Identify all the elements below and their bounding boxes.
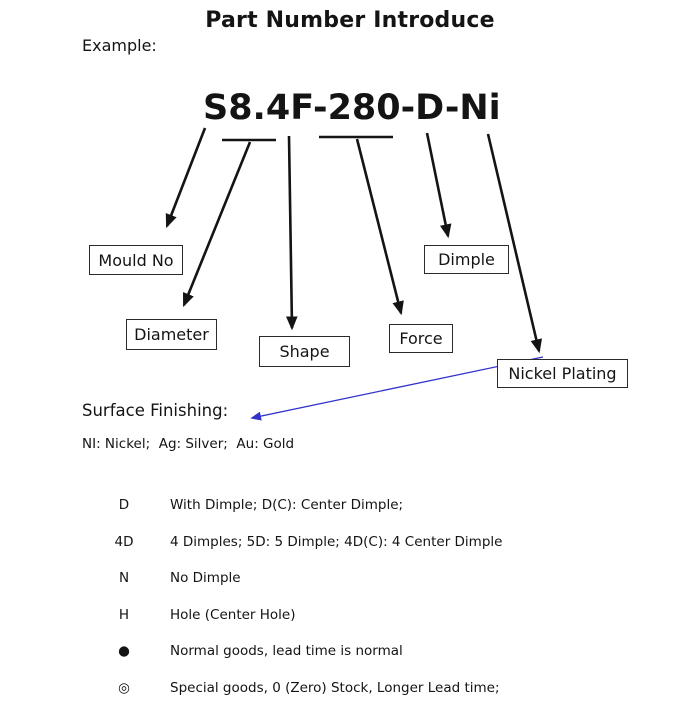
- arrow-dimple: [427, 133, 448, 236]
- legend-description: No Dimple: [170, 570, 241, 586]
- callout-label: Nickel Plating: [508, 364, 616, 383]
- callout-box-diameter: Diameter: [126, 319, 217, 350]
- legend-row: ● Normal goods, lead time is normal: [0, 633, 700, 670]
- callout-label: Force: [399, 329, 442, 348]
- legend-row: N No Dimple: [0, 560, 700, 597]
- legend-row: H Hole (Center Hole): [0, 597, 700, 634]
- arrow-mould-no: [167, 128, 205, 226]
- callout-box-force: Force: [389, 324, 453, 353]
- legend-symbol: D: [104, 497, 144, 513]
- legend-description: 4 Dimples; 5D: 5 Dimple; 4D(C): 4 Center…: [170, 534, 502, 550]
- arrow-shape: [289, 136, 292, 328]
- legend-description: Special goods, 0 (Zero) Stock, Longer Le…: [170, 680, 500, 696]
- callout-label: Dimple: [438, 250, 495, 269]
- arrow-nickel-plating: [488, 134, 539, 351]
- legend-description: Hole (Center Hole): [170, 607, 296, 623]
- dimple-code-legend: D With Dimple; D(C): Center Dimple; 4D 4…: [0, 487, 700, 706]
- legend-row: 4D 4 Dimples; 5D: 5 Dimple; 4D(C): 4 Cen…: [0, 524, 700, 561]
- legend-symbol: N: [104, 570, 144, 586]
- legend-row: D With Dimple; D(C): Center Dimple;: [0, 487, 700, 524]
- legend-description: Normal goods, lead time is normal: [170, 643, 403, 659]
- legend-description: With Dimple; D(C): Center Dimple;: [170, 497, 403, 513]
- legend-symbol-normal-goods-dot: ●: [104, 643, 144, 659]
- surface-finishing-options: NI: Nickel; Ag: Silver; Au: Gold: [82, 436, 294, 452]
- callout-label: Diameter: [134, 325, 209, 344]
- arrow-diameter: [184, 142, 250, 305]
- callout-box-nickel-plating: Nickel Plating: [497, 359, 628, 388]
- callout-box-dimple: Dimple: [424, 245, 509, 274]
- callout-box-shape: Shape: [259, 336, 350, 367]
- part-number-example: S8.4F-280-D-Ni: [203, 88, 501, 128]
- callout-box-mould-no: Mould No: [89, 245, 183, 275]
- surface-finishing-heading: Surface Finishing:: [82, 401, 228, 420]
- legend-symbol: 4D: [104, 534, 144, 550]
- arrow-force: [357, 139, 401, 313]
- legend-row: ◎ Special goods, 0 (Zero) Stock, Longer …: [0, 670, 700, 706]
- page-title: Part Number Introduce: [0, 8, 700, 33]
- callout-label: Shape: [279, 342, 329, 361]
- legend-symbol: H: [104, 607, 144, 623]
- legend-symbol-special-goods-ring: ◎: [104, 680, 144, 696]
- callout-label: Mould No: [98, 251, 173, 270]
- example-label: Example:: [82, 36, 157, 55]
